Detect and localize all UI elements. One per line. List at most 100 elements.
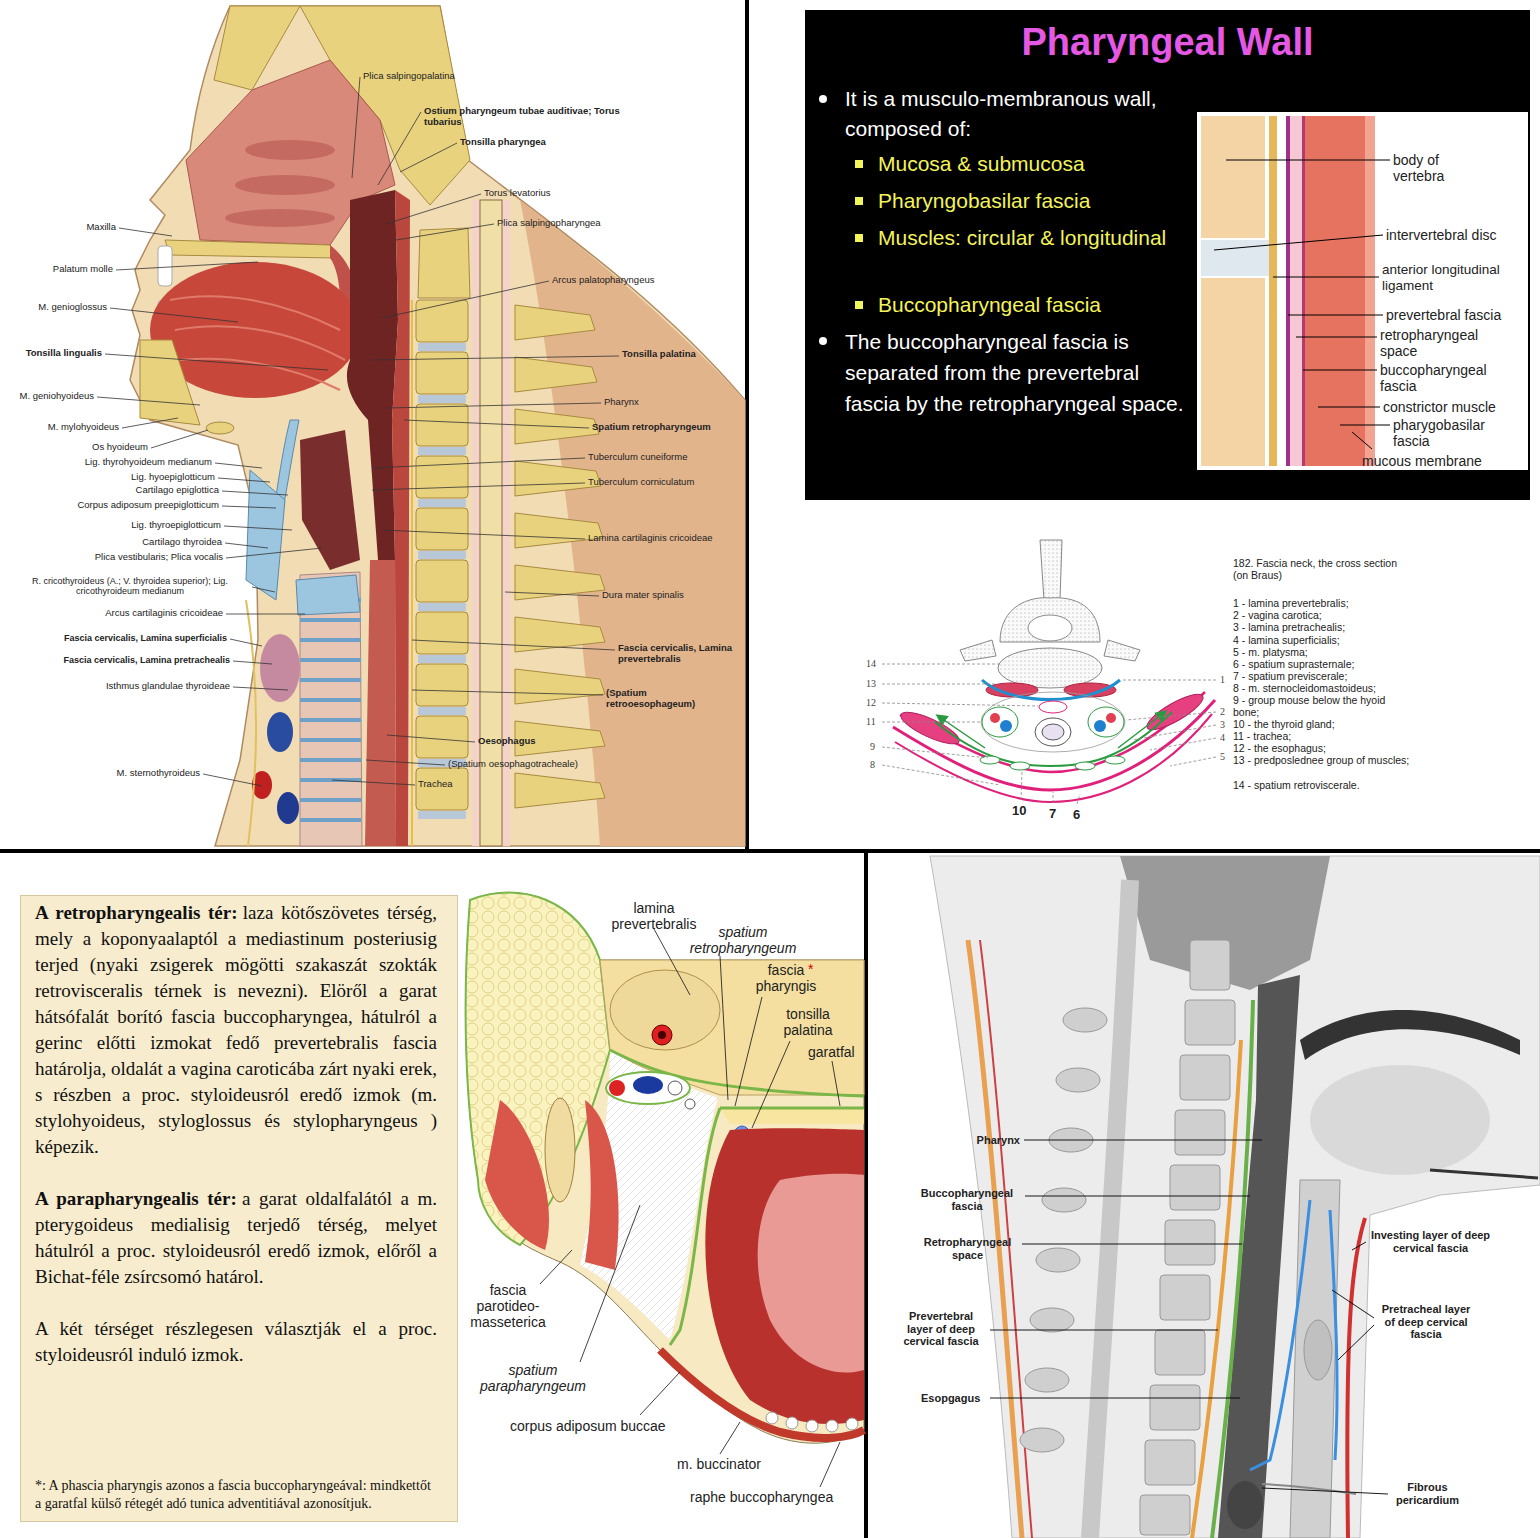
leader-line: [990, 1140, 1388, 1494]
anatomy-label: Esopgagus: [921, 1392, 980, 1405]
braus-cross-section: [1118, 712, 1165, 748]
callout-number: 8: [870, 759, 875, 771]
neck-sagittal: [1347, 1218, 1365, 1538]
neck-sagittal: [1145, 1440, 1195, 1485]
leader-line: [990, 1140, 1388, 1494]
head-sagittal: [418, 395, 466, 403]
anatomy-label: tonsilla palatina: [772, 1006, 844, 1038]
wall-diagram: [1201, 240, 1269, 276]
sub-bullet-text: Muscles: circular & longitudinal: [878, 223, 1178, 253]
callout-number: 14: [866, 658, 876, 670]
layer-label: prevertebral fascia: [1386, 307, 1501, 323]
horizontal-section: [545, 1098, 575, 1202]
head-sagittal: [515, 617, 605, 652]
neck-sagittal: [1310, 1065, 1490, 1175]
head-sagittal: [416, 508, 468, 550]
neck-sagittal: [1250, 1200, 1337, 1470]
layer-label: buccopharyngeal fascia: [1380, 362, 1525, 394]
wall-diagram: [1201, 278, 1265, 466]
head-sagittal: [515, 773, 605, 808]
leader-line: [97, 77, 619, 786]
neck-sagittal: [1090, 880, 1130, 1538]
braus-cross-section: [1105, 756, 1125, 764]
anatomy-label: Tonsilla lingualis: [26, 348, 102, 359]
head-sagittal: [416, 300, 605, 810]
head-sagittal: [418, 343, 466, 819]
neck-sagittal: [1056, 1068, 1100, 1092]
footnote: *: A phascia pharyngis azonos a fascia b…: [35, 1477, 437, 1513]
layer-label: body of vertebra: [1393, 152, 1483, 184]
body-text: *: A phascia pharyngis azonos a fascia b…: [35, 1478, 431, 1511]
horizontal-section: [685, 1099, 695, 1109]
bullet-marker: [819, 337, 827, 345]
horizontal-section: [720, 1108, 864, 1124]
anatomy-label: Trachea: [418, 779, 453, 790]
neck-sagittal: [1120, 856, 1330, 990]
legend-text: 4 - lamina superficialis;: [1233, 634, 1340, 646]
neck-sagittal: [1227, 1481, 1263, 1529]
head-sagittal: [416, 664, 468, 706]
wall-diagram: [1201, 116, 1265, 238]
braus-cross-section: [1000, 598, 1100, 642]
head-sagittal: [418, 228, 470, 298]
horizontal-section: [826, 1420, 838, 1432]
anatomy-label: M. sternothyroideus: [117, 768, 200, 779]
neck-sagittal: [1185, 1000, 1235, 1045]
head-sagittal: [246, 470, 285, 600]
braus-cross-section: [1040, 540, 1062, 600]
anatomy-label: Pharynx: [977, 1134, 1020, 1147]
wall-diagram: [1269, 116, 1277, 466]
head-sagittal: [225, 209, 335, 227]
horizontal-section: [580, 1050, 718, 1340]
head-sagittal: [130, 6, 745, 846]
sub-bullet-text: Buccopharyngeal fascia: [878, 290, 1178, 320]
leader-line: [97, 77, 619, 786]
legend-text: 10 - the thyroid gland;: [1233, 718, 1335, 730]
anatomy-label: Lig. hyoepiglotticum: [131, 472, 215, 483]
legend-text: 11 - trachea;: [1233, 730, 1291, 742]
anatomy-label: Tuberculum corniculatum: [588, 477, 694, 488]
anatomy-label: Lamina cartilaginis cricoideae: [588, 533, 713, 544]
neck-sagittal: [1175, 1110, 1225, 1155]
horizontal-section: [466, 893, 864, 1444]
wall-diagram: [1302, 116, 1305, 466]
horizontal-section: [585, 1100, 619, 1270]
wall-diagram: [1197, 112, 1528, 470]
neck-sagittal: [1190, 940, 1230, 990]
anatomy-label: Buccopharyngeal fascia: [912, 1187, 1022, 1212]
braus-cross-section: [990, 713, 1000, 723]
slide-title: Pharyngeal Wall: [805, 20, 1530, 64]
head-sagittal: [418, 603, 466, 611]
bullet-text: The buccopharyngeal fascia is separated …: [845, 326, 1190, 419]
anatomy-label: spatium parapharyngeum: [473, 1362, 593, 1394]
body-text: laza kötőszövetes térség, mely a koponya…: [35, 902, 437, 1157]
braus-cross-section: [982, 680, 1120, 700]
anatomy-label: Fascia cervicalis, Lamina superficialis: [64, 633, 227, 643]
neck-sagittal: [1218, 975, 1300, 1538]
head-sagittal: [418, 551, 466, 559]
callout-number: 3: [1220, 719, 1225, 731]
callout-number: 12: [866, 697, 876, 709]
term-heading: A parapharyngealis tér:: [35, 1188, 237, 1209]
bullet-marker: [855, 197, 863, 205]
sub-bullet-text: Mucosa & submucosa: [878, 149, 1178, 179]
neck-sagittal: [1160, 1275, 1210, 1320]
horizontal-section: [766, 1412, 778, 1424]
horizontal-section: [786, 1417, 798, 1429]
legend-text: 12 - the esophagus;: [1233, 742, 1326, 754]
neck-sagittal: [930, 856, 1540, 1538]
horizontal-section: [758, 1174, 864, 1373]
anatomy-label: fascia parotideo-masseterica: [458, 1282, 558, 1330]
braus-cross-section: [897, 706, 963, 749]
layer-label: constrictor muscle: [1383, 399, 1496, 415]
horizontal-section: [652, 1025, 672, 1045]
head-sagittal: [515, 357, 597, 392]
horizontal-section: [485, 1100, 549, 1250]
body-text: A két térséget részlegesen választják el…: [35, 1318, 437, 1365]
head-sagittal: [365, 560, 396, 846]
horizontal-section: [668, 1081, 682, 1095]
braus-cross-section: [1000, 720, 1012, 732]
paragraph: A parapharyngealis tér:a garat oldalfalá…: [35, 1186, 437, 1290]
